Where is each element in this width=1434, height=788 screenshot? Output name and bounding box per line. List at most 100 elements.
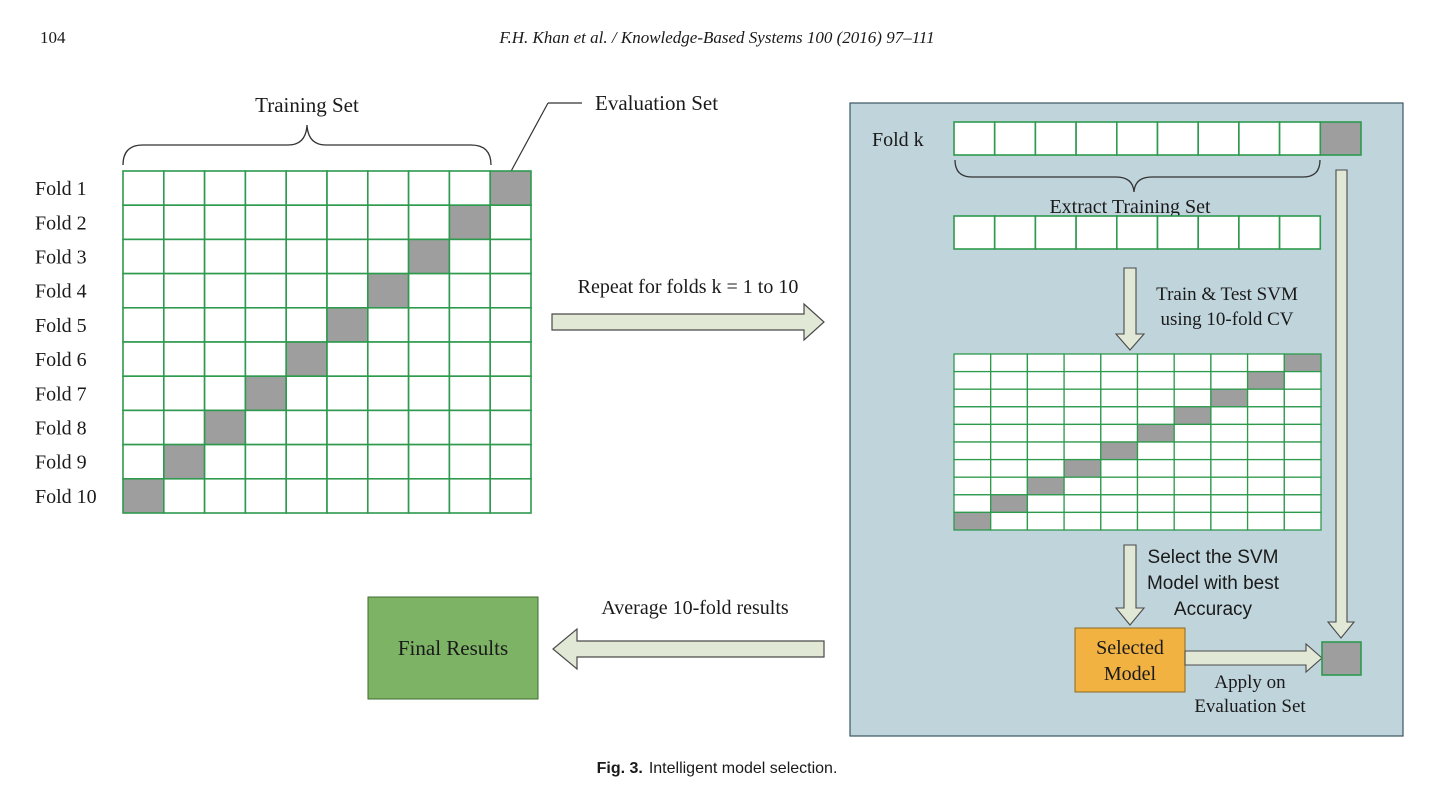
- left-grid-cell: [448, 341, 491, 378]
- cv-grid-cell: [990, 441, 1029, 461]
- extract-label: Extract Training Set: [1049, 196, 1211, 218]
- left-grid-cell: [407, 409, 451, 446]
- cv-grid-cell: [990, 458, 1029, 478]
- cv-grid-cell: [1283, 370, 1322, 390]
- left-grid-cell: [122, 204, 165, 241]
- cv-grid-cell: [1210, 494, 1249, 514]
- cv-grid-cell: [1063, 441, 1102, 461]
- train-test-label-1: Train & Test SVM: [1156, 284, 1298, 305]
- left-grid-cell: [203, 306, 247, 343]
- cv-grid-eval-cell: [1283, 353, 1322, 373]
- cv-grid-cell: [1026, 511, 1065, 531]
- left-grid-cell: [326, 477, 369, 514]
- cv-grid-cell: [1210, 423, 1249, 443]
- selected-model-box: [1074, 627, 1186, 693]
- left-grid-eval-cell: [326, 306, 369, 343]
- left-grid-cell: [203, 443, 247, 480]
- left-grid-cell: [448, 409, 491, 446]
- cv-grid-cell: [953, 406, 992, 426]
- left-grid-cell: [285, 409, 328, 446]
- fold-k-label: Fold k: [872, 129, 924, 151]
- left-grid-cell: [407, 306, 451, 343]
- extracted-training-row: [953, 215, 1322, 250]
- left-grid-cell: [122, 375, 165, 412]
- fold-label: Fold 2: [35, 212, 87, 234]
- cv-grid-eval-cell: [1136, 423, 1175, 443]
- left-grid-cell: [326, 204, 369, 241]
- extract-cell: [1075, 215, 1118, 250]
- cv-grid-eval-cell: [953, 511, 992, 531]
- fold-k-cell: [1278, 121, 1322, 156]
- left-grid-cell: [203, 375, 247, 412]
- extract-cell: [1197, 215, 1240, 250]
- select-label-3: Accuracy: [1174, 599, 1253, 620]
- left-grid-cell: [122, 409, 165, 446]
- left-grid-cell: [448, 477, 491, 514]
- repeat-arrow: [551, 302, 825, 342]
- extract-cell: [993, 215, 1037, 250]
- extract-cell: [1034, 215, 1077, 250]
- cv-grid-cell: [1246, 441, 1285, 461]
- left-grid-cell: [407, 477, 451, 514]
- final-results-label: Final Results: [398, 636, 508, 660]
- left-grid-eval-cell: [407, 238, 451, 275]
- train-test-label-2: using 10-fold CV: [1161, 309, 1294, 330]
- cv-grid-cell: [1283, 388, 1322, 408]
- left-grid-cell: [122, 238, 165, 275]
- select-arrow: [1114, 544, 1146, 626]
- cv-grid-cell: [1100, 353, 1139, 373]
- extract-cell: [1116, 215, 1159, 250]
- left-grid-cell: [163, 306, 206, 343]
- left-grid-cell: [448, 272, 491, 309]
- left-grid-cell: [244, 443, 287, 480]
- caption-label: Fig. 3.: [596, 760, 643, 777]
- cv-grid-cell: [1063, 406, 1102, 426]
- cv-grid-eval-cell: [1210, 388, 1249, 408]
- left-grid-cell: [448, 443, 491, 480]
- cv-grid-cell: [1246, 511, 1285, 531]
- fold-k-eval-cell: [1319, 121, 1362, 156]
- cv-grid-cell: [990, 353, 1029, 373]
- left-grid-eval-cell: [285, 341, 328, 378]
- left-grid-cell: [122, 272, 165, 309]
- cv-grid-cell: [1100, 476, 1139, 496]
- left-grid-cell: [448, 375, 491, 412]
- left-grid-cell: [285, 477, 328, 514]
- cv-grid-cell: [1246, 458, 1285, 478]
- left-grid-cell: [326, 170, 369, 207]
- left-grid-cell: [163, 375, 206, 412]
- left-grid-cell: [244, 238, 287, 275]
- cv-grid-cell: [1246, 353, 1285, 373]
- cv-grid-cell: [1210, 353, 1249, 373]
- training-set-brace: [122, 124, 492, 166]
- left-grid-cell: [244, 170, 287, 207]
- cv-grid-eval-cell: [1100, 441, 1139, 461]
- final-results-box: [367, 596, 539, 700]
- cv-grid-cell: [1136, 441, 1175, 461]
- left-grid-eval-cell: [203, 409, 247, 446]
- caption-text: Intelligent model selection.: [648, 760, 838, 777]
- left-grid-cell: [489, 477, 532, 514]
- left-grid-cell: [407, 443, 451, 480]
- cv-grid-cell: [990, 423, 1029, 443]
- left-grid-cell: [489, 306, 532, 343]
- left-grid-cell: [366, 443, 410, 480]
- cv-grid-eval-cell: [1246, 370, 1285, 390]
- left-grid-cell: [163, 477, 206, 514]
- repeat-label: Repeat for folds k = 1 to 10: [578, 276, 799, 298]
- cv-grid-cell: [1026, 353, 1065, 373]
- cv-grid-cell: [1210, 406, 1249, 426]
- average-label: Average 10-fold results: [601, 597, 789, 619]
- left-grid-cell: [203, 477, 247, 514]
- cv-grid-cell: [1136, 458, 1175, 478]
- left-grid-cell: [326, 443, 369, 480]
- left-grid-cell: [326, 341, 369, 378]
- cv-grid-cell: [1283, 406, 1322, 426]
- evaluation-down-arrow: [1326, 169, 1356, 639]
- cv-grid-cell: [1283, 476, 1322, 496]
- cv-grid-cell: [1173, 511, 1212, 531]
- cv-grid-cell: [990, 476, 1029, 496]
- fold-k-cell: [1156, 121, 1200, 156]
- fold-k-cell: [993, 121, 1037, 156]
- cv-grid-eval-cell: [990, 494, 1029, 514]
